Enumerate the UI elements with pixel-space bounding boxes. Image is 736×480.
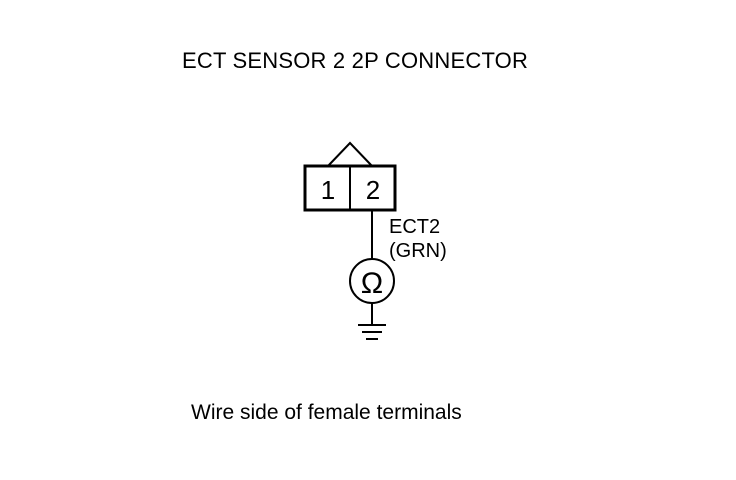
ohmmeter-icon: Ω xyxy=(349,258,395,304)
wire-signal-label: ECT2 xyxy=(389,216,440,238)
terminal-2-label: 2 xyxy=(366,175,380,205)
diagram-title: ECT SENSOR 2 2P CONNECTOR xyxy=(182,48,529,73)
terminal-1-label: 1 xyxy=(321,175,335,205)
meter-symbol: Ω xyxy=(361,267,383,300)
connector-latch xyxy=(327,141,373,167)
diagram-caption: Wire side of female terminals xyxy=(191,401,462,424)
ground-icon xyxy=(358,324,386,340)
wire-color-label: (GRN) xyxy=(389,240,447,262)
